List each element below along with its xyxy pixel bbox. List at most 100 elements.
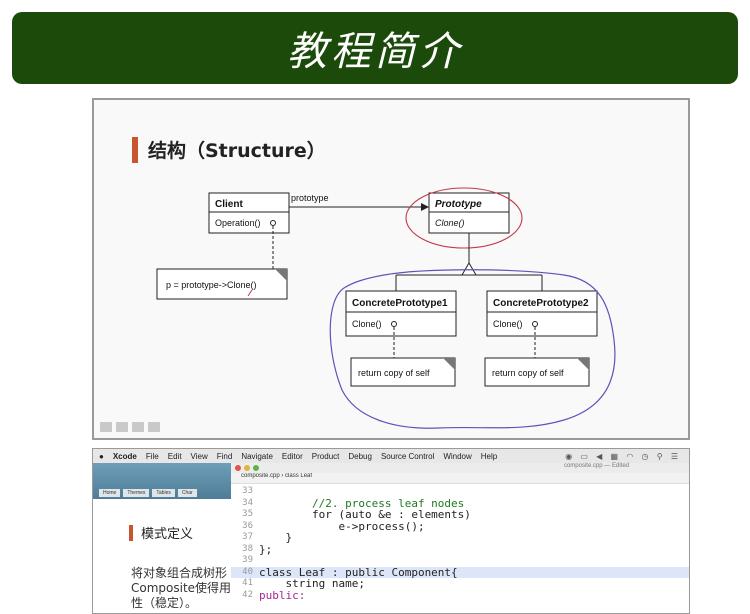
- line-number: 40: [242, 566, 253, 577]
- window-title: composite.cpp — Edited: [563, 463, 629, 469]
- pen-icon[interactable]: [116, 422, 128, 432]
- code-text: class Leaf : public Component{: [259, 565, 458, 579]
- line-number: 35: [242, 509, 253, 519]
- code-line[interactable]: 37 }: [231, 532, 689, 544]
- concrete2-box: [486, 290, 598, 337]
- menu-bar: ● Xcode File Edit View Find Navigate Edi…: [93, 449, 689, 464]
- code-line[interactable]: 34 //2. process leaf nodes: [231, 497, 689, 510]
- menu-item[interactable]: Navigate: [241, 451, 273, 461]
- code-text: for (auto &e : elements): [259, 508, 471, 521]
- concrete2-note-box: [484, 357, 590, 387]
- code-text: };: [259, 542, 273, 556]
- menu-item[interactable]: Debug: [348, 451, 372, 461]
- code-line[interactable]: 40 class Leaf : public Component{: [231, 565, 689, 579]
- keynote-tab[interactable]: Themes: [123, 489, 150, 497]
- keynote-tab[interactable]: Char: [177, 489, 197, 497]
- menu-item[interactable]: File: [145, 451, 159, 461]
- minimize-window-icon[interactable]: [244, 465, 250, 471]
- banner-title: 教程简介: [287, 29, 463, 75]
- association-label: prototype: [291, 193, 329, 203]
- definition-line: 将对象组合成树形: [131, 566, 228, 580]
- client-note-box: [156, 268, 288, 300]
- association-arrowhead: [421, 203, 429, 211]
- code-line[interactable]: 35 for (auto &e : elements): [231, 509, 689, 521]
- window-controls: [235, 465, 259, 471]
- next-slide-icon[interactable]: [148, 422, 160, 432]
- slide-heading-text: 结构（Structure）: [148, 140, 326, 162]
- code-line[interactable]: 41 string name;: [231, 578, 689, 590]
- concrete1-method: Clone(): [352, 319, 382, 329]
- keynote-tab[interactable]: Tables: [152, 489, 175, 497]
- concrete1-note-anchor: [391, 321, 397, 327]
- code-editor: composite.cpp — Edited composite.cpp › c…: [231, 463, 689, 613]
- heading-accent-bar: [132, 136, 138, 163]
- prototype-box: [428, 192, 510, 234]
- code-text: string name;: [259, 577, 365, 590]
- menu-item[interactable]: Window: [443, 451, 472, 461]
- keynote-tab[interactable]: Home: [99, 489, 121, 497]
- line-number: 37: [242, 532, 253, 542]
- menu-item[interactable]: Find: [216, 451, 233, 461]
- client-note-anchor: [270, 220, 276, 226]
- client-name: Client: [215, 199, 243, 210]
- pen-mark: [247, 289, 253, 297]
- client-note-text: p = prototype->Clone(): [166, 280, 257, 290]
- concrete1-note-text: return copy of self: [358, 368, 430, 378]
- menu-item[interactable]: Edit: [167, 451, 182, 461]
- status-icons: ◉ ▭ ◀ ▦ ◠ ◷ ⚲ ☰: [565, 451, 681, 461]
- client-note-fold: [275, 269, 287, 281]
- heading-accent-bar: [129, 524, 133, 541]
- concrete-highlight-outline: [329, 269, 616, 429]
- structure-slide: Client Operation() prototype Prototype C…: [92, 98, 690, 440]
- code-line[interactable]: 33: [231, 486, 689, 498]
- jump-bar[interactable]: composite.cpp › class Leaf: [231, 473, 689, 484]
- line-number: 41: [242, 578, 253, 588]
- code-text: }: [259, 531, 293, 544]
- close-window-icon[interactable]: [235, 465, 241, 471]
- code-text: public:: [259, 588, 306, 602]
- slide-nav-controls: [100, 422, 160, 432]
- line-number: 34: [242, 497, 253, 508]
- menu-item[interactable]: Help: [480, 451, 498, 461]
- uml-diagram: Client Operation() prototype Prototype C…: [156, 187, 616, 429]
- inheritance-triangle: [461, 262, 477, 276]
- concrete2-note-anchor: [532, 321, 538, 327]
- menu-item[interactable]: Product: [311, 451, 340, 461]
- prototype-highlight-circle: [405, 187, 523, 249]
- menu-icon[interactable]: [132, 422, 144, 432]
- concrete2-note-fold: [577, 358, 589, 370]
- concrete1-note-fold: [443, 358, 455, 370]
- prototype-method: Clone(): [435, 218, 465, 228]
- editor-title-bar: composite.cpp — Edited: [231, 463, 689, 473]
- title-banner: 教程简介: [12, 12, 738, 84]
- menu-item[interactable]: View: [190, 451, 208, 461]
- concrete2-name: ConcretePrototype2: [493, 298, 589, 309]
- prev-slide-icon[interactable]: [100, 422, 112, 432]
- code-line[interactable]: 39: [231, 555, 689, 567]
- line-number: 36: [242, 520, 253, 531]
- apple-icon[interactable]: ●: [99, 451, 104, 461]
- concrete1-box: [345, 290, 457, 337]
- line-number: 38: [242, 543, 253, 554]
- menu-item[interactable]: Source Control: [380, 451, 435, 461]
- keynote-toolbar: Home Themes Tables Char: [93, 463, 231, 499]
- code-line[interactable]: 36 e->process();: [231, 519, 689, 533]
- definition-line: 性（稳定）。: [131, 596, 198, 610]
- concrete1-name: ConcretePrototype1: [352, 298, 448, 309]
- xcode-screenshot: ● Xcode File Edit View Find Navigate Edi…: [92, 448, 690, 614]
- menu-item[interactable]: Xcode: [112, 451, 137, 461]
- menu-item[interactable]: Editor: [281, 451, 303, 461]
- slide-heading: 结构（Structure）: [132, 136, 326, 163]
- client-method: Operation(): [215, 218, 261, 228]
- code-text: e->process();: [259, 519, 425, 533]
- zoom-window-icon[interactable]: [253, 465, 259, 471]
- concrete2-method: Clone(): [493, 319, 523, 329]
- keynote-pane: Home Themes Tables Char 模式定义 将对象组合成树形 Co…: [93, 463, 231, 613]
- pattern-heading: 模式定义: [129, 523, 193, 542]
- concrete2-note-text: return copy of self: [492, 368, 564, 378]
- keynote-tabs: Home Themes Tables Char: [99, 489, 197, 497]
- line-number: 39: [242, 555, 253, 565]
- code-line[interactable]: 38};: [231, 542, 689, 556]
